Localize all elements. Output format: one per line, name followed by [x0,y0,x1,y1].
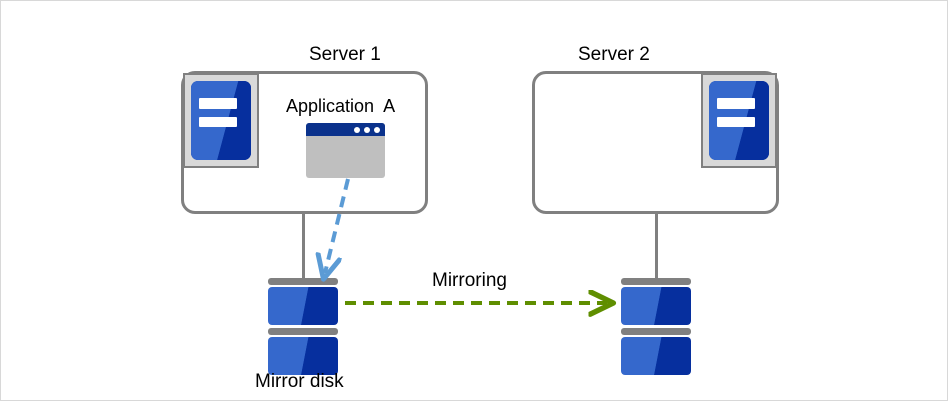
server2-title: Server 2 [578,44,650,65]
mirror-disk-icon-left [268,278,338,375]
server1-title: Server 1 [309,44,381,65]
mirror-disk-icon-right [621,278,691,375]
server2-disk-connector [655,214,658,278]
window-dot-3 [374,126,380,133]
server1-disk-connector [302,214,305,278]
application-window-titlebar [306,123,385,136]
server-icon [183,73,259,168]
mirroring-label: Mirroring [432,270,507,291]
server2-box [532,71,779,214]
server-icon [701,73,777,168]
application-window-icon [306,123,385,178]
window-dot-2 [364,126,370,133]
mirror-disk-label: Mirror disk [255,371,344,392]
server1-box: Application A [181,71,428,214]
application-label: Application A [286,96,396,116]
window-dot-1 [354,126,360,133]
